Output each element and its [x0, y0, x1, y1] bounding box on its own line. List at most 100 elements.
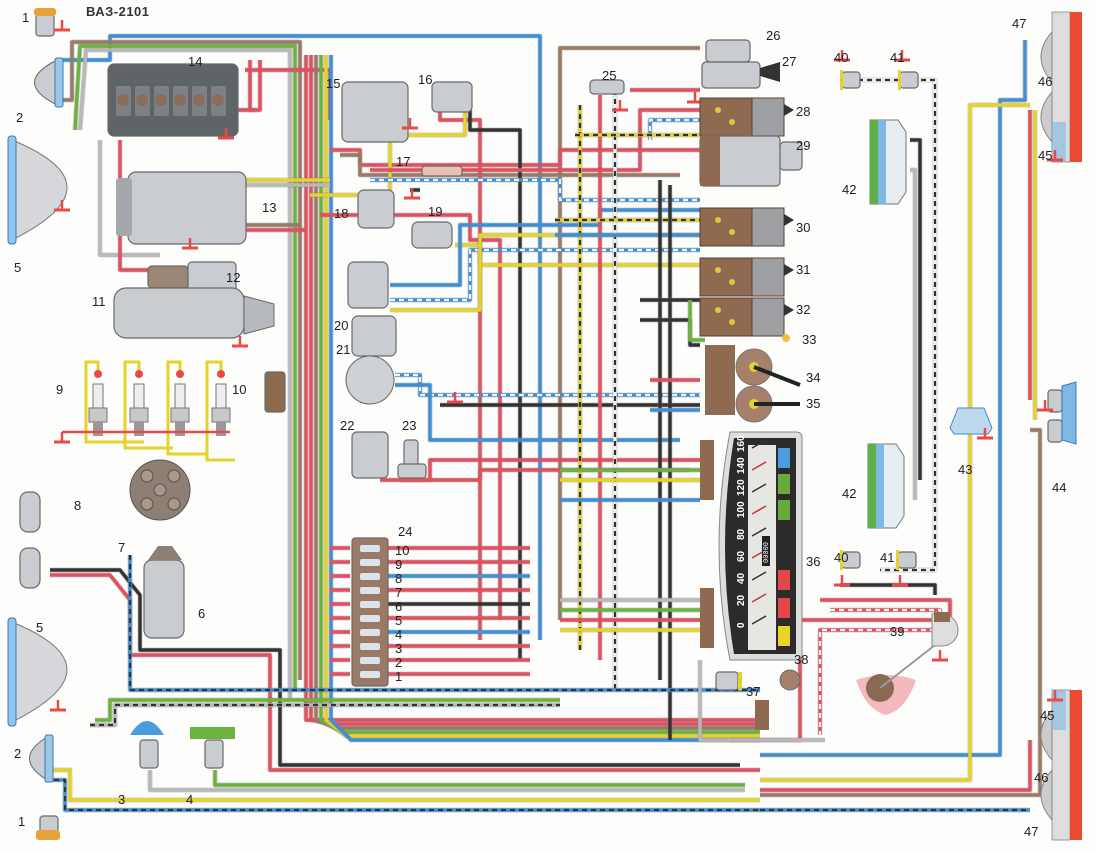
- exterior-light-switch: [699, 257, 794, 297]
- alternator-pulley: [116, 178, 132, 236]
- ground-symbol: [1037, 400, 1053, 412]
- float-arm: [879, 644, 936, 689]
- ground-symbol: [447, 392, 463, 404]
- wire: [760, 40, 1028, 758]
- gauge-connector: [705, 345, 735, 415]
- door-switch: [589, 79, 625, 95]
- temperature-sensor: [139, 739, 159, 769]
- speed-scale-label: 0: [736, 622, 747, 628]
- speed-tick: [751, 505, 767, 515]
- warning-lamp: [778, 626, 790, 646]
- wire: [50, 767, 760, 803]
- speed-tick: [751, 571, 767, 581]
- component-label: 8: [74, 498, 81, 513]
- reverse-lamp-lens: [1061, 381, 1077, 445]
- component-label: 24: [398, 524, 412, 539]
- ground-symbol: [50, 700, 66, 712]
- coil-cap: [148, 546, 182, 560]
- component-label: 38: [794, 652, 808, 667]
- wire: [58, 39, 303, 680]
- component-label: 4: [186, 792, 193, 807]
- ground-symbol: [54, 200, 70, 212]
- steering-column-connector: [700, 136, 720, 186]
- component-label: 45: [1038, 148, 1052, 163]
- component-label: 5: [14, 260, 21, 275]
- wire: [90, 702, 560, 728]
- component-label: 17: [396, 154, 410, 169]
- wire: [95, 697, 560, 723]
- ground-symbol: [54, 432, 70, 444]
- component-label: 32: [796, 302, 810, 317]
- fuse: [360, 573, 380, 580]
- spark-plug: [211, 370, 231, 436]
- component-label: 10: [232, 382, 246, 397]
- oil-pressure-sensor: [204, 739, 224, 769]
- component-label: 43: [958, 462, 972, 477]
- horn-upper: [19, 491, 41, 533]
- spark-plug: [88, 370, 108, 436]
- fuse-number: 8: [395, 571, 402, 586]
- component-label: 26: [766, 28, 780, 43]
- wire: [50, 567, 740, 768]
- component-label: 1: [22, 10, 29, 25]
- ground-symbol: [1047, 690, 1063, 702]
- fuse: [360, 559, 380, 566]
- component-label: 22: [340, 418, 354, 433]
- fuse: [360, 601, 380, 608]
- wire: [328, 55, 760, 743]
- distributor-terminal: [140, 469, 154, 483]
- fuse: [360, 545, 380, 552]
- wire: [557, 45, 700, 620]
- front-turn-signal-lower: [29, 734, 54, 783]
- wire: [760, 427, 1043, 798]
- oil-indicator: [190, 727, 235, 739]
- connector-block: [755, 700, 769, 730]
- headlight-lower-lens: [7, 617, 17, 727]
- component-label: 33: [802, 332, 816, 347]
- speed-scale-label: 100: [736, 501, 747, 518]
- wire: [330, 147, 700, 168]
- switch-bracket: [840, 70, 843, 90]
- fuse: [360, 657, 380, 664]
- amber-lens: [34, 8, 56, 16]
- distributor-terminal: [167, 469, 181, 483]
- component-label: 40: [834, 50, 848, 65]
- fuse-number: 1: [395, 669, 402, 684]
- coolant-indicator: [130, 721, 164, 735]
- fuse-number: 5: [395, 613, 402, 628]
- speed-tick: [751, 483, 767, 493]
- component-label: 47: [1012, 16, 1026, 31]
- component-label: 29: [796, 138, 810, 153]
- wire: [212, 770, 745, 788]
- wire: [390, 247, 700, 303]
- component-label: 42: [842, 182, 856, 197]
- component-label: 14: [188, 54, 202, 69]
- wire: [147, 770, 745, 793]
- battery-cap: [174, 94, 186, 106]
- wire: [697, 660, 825, 743]
- ht-lead: [123, 360, 173, 450]
- fuse-number: 6: [395, 599, 402, 614]
- component-label: 25: [602, 68, 616, 83]
- wire: [910, 137, 923, 480]
- odometer: [762, 536, 770, 566]
- wiper-switch: [699, 207, 794, 247]
- front-turn-signal-left: [34, 57, 64, 108]
- ground-symbol: [612, 100, 628, 112]
- starter-relay: [431, 81, 473, 113]
- warning-lamp: [778, 500, 790, 520]
- component-label: 7: [118, 540, 125, 555]
- speed-scale-label: 80: [736, 528, 747, 540]
- diagram-title: ВАЗ-2101: [86, 4, 150, 19]
- wire: [687, 300, 705, 343]
- speed-scale-label: 60: [736, 550, 747, 562]
- component-label: 2: [16, 110, 23, 125]
- wire: [395, 382, 680, 443]
- component-label: 23: [402, 418, 416, 433]
- distributor-terminal: [167, 497, 181, 511]
- component-label: 44: [1052, 480, 1066, 495]
- wire: [77, 47, 293, 700]
- starter-drive: [243, 295, 275, 335]
